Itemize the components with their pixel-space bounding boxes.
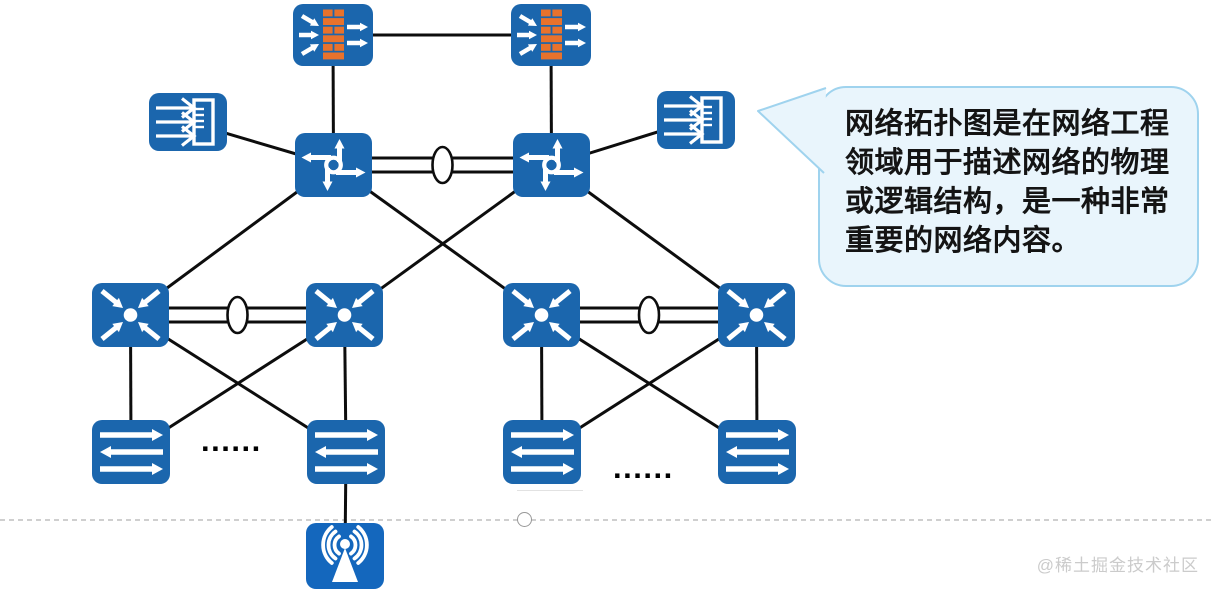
firewall-icon	[517, 9, 586, 60]
access-switch-icon	[511, 429, 574, 475]
callout-bubble-tail	[757, 87, 827, 174]
callout-text-line-3: 或逻辑结构，是一种非常	[845, 186, 1170, 218]
callout-bubble: 网络拓扑图是在网络工程 领域用于描述网络的物理 或逻辑结构，是一种非常 重要的网…	[818, 86, 1199, 287]
agg-switch-icon	[314, 289, 375, 341]
access-server-left	[149, 93, 227, 151]
watermark-text: @稀土掘金技术社区	[1036, 556, 1199, 575]
slide-guide-handle	[517, 512, 532, 527]
agg-switch-3	[503, 283, 580, 347]
agg-switch-icon	[726, 289, 787, 341]
access-server-icon	[156, 97, 215, 147]
agg-switch-icon	[100, 289, 161, 341]
firewall-1	[293, 4, 373, 66]
callout-text-line-2: 领域用于描述网络的物理	[845, 147, 1170, 179]
router-1	[295, 133, 372, 197]
wireless-ap-icon	[321, 525, 369, 582]
access-switch-3	[503, 420, 581, 484]
access-switch-4	[718, 420, 796, 484]
firewall-2	[511, 4, 591, 66]
router-icon	[301, 139, 366, 191]
access-switch-2	[307, 420, 385, 484]
firewall-icon	[299, 9, 368, 60]
ellipsis-more-switches-right: ......	[613, 450, 674, 485]
access-server-right	[657, 91, 735, 149]
access-switch-icon	[315, 429, 378, 475]
agg-switch-1	[92, 283, 169, 347]
access-switch-icon	[726, 429, 789, 475]
router-icon	[519, 139, 584, 191]
slide-guide-line	[0, 519, 1215, 521]
agg-switch-icon	[511, 289, 572, 341]
slide-guide-segment	[517, 490, 583, 491]
access-switch-icon	[100, 429, 163, 475]
callout-text-line-4: 重要的网络内容。	[845, 225, 1082, 257]
wireless-ap	[306, 523, 384, 589]
ellipsis-more-switches-left: ......	[201, 423, 262, 458]
agg-switch-4	[718, 283, 795, 347]
access-switch-1	[92, 420, 170, 484]
agg-switch-2	[306, 283, 383, 347]
router-2	[513, 133, 590, 197]
access-server-icon	[664, 95, 723, 145]
callout-text-line-1: 网络拓扑图是在网络工程	[845, 108, 1170, 140]
